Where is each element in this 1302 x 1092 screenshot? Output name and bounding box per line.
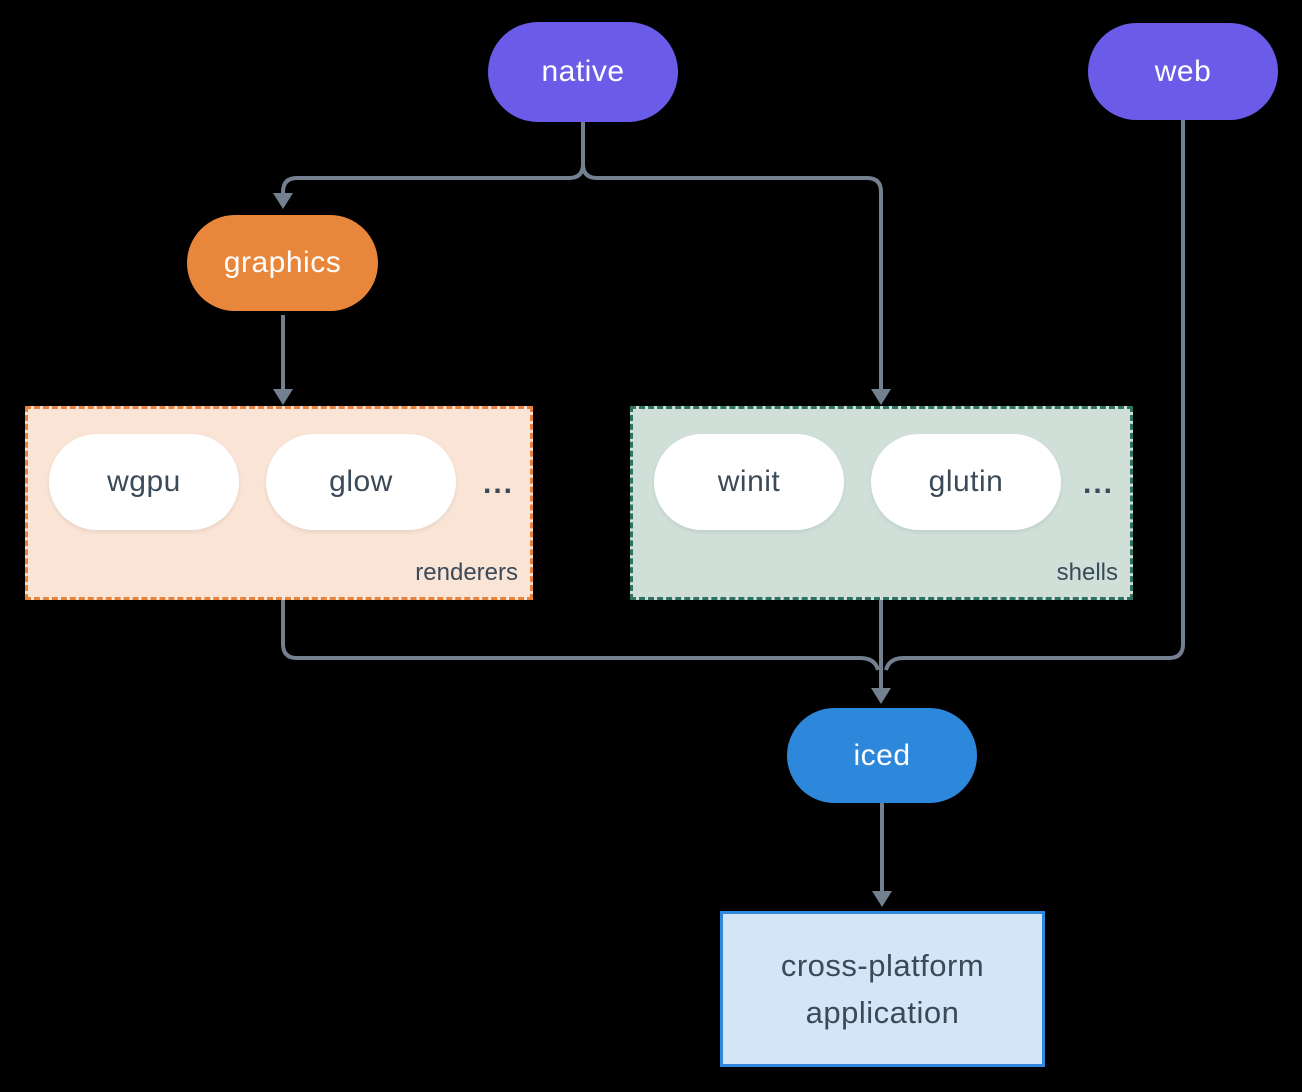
node-graphics: graphics — [187, 215, 378, 311]
arrowhead-iced — [871, 688, 891, 704]
node-glow-label: glow — [329, 465, 393, 498]
node-wgpu-label: wgpu — [107, 465, 181, 498]
node-native-label: native — [541, 55, 625, 88]
arrowhead-graphics — [273, 193, 293, 209]
node-native: native — [488, 22, 678, 122]
group-shells: winit glutin ... shells — [630, 406, 1133, 600]
node-winit-label: winit — [717, 465, 781, 498]
app-label-line1: cross-platform — [780, 948, 985, 983]
renderers-group-label: renderers — [415, 559, 518, 586]
group-renderers: wgpu glow ... renderers — [25, 406, 533, 600]
arrowhead-renderers — [273, 389, 293, 405]
shells-ellipsis: ... — [1082, 467, 1114, 500]
node-wgpu: wgpu — [49, 434, 239, 530]
node-winit: winit — [654, 434, 844, 530]
shells-group-label: shells — [1056, 559, 1118, 586]
arrowhead-shells — [871, 389, 891, 405]
arrowhead-app — [872, 891, 892, 907]
node-glutin-label: glutin — [928, 465, 1004, 498]
renderers-ellipsis: ... — [482, 467, 514, 500]
edge-renderers-to-iced — [281, 600, 880, 671]
edge-native-to-shells — [581, 163, 883, 389]
node-glutin: glutin — [871, 434, 1061, 530]
node-iced: iced — [787, 708, 977, 803]
node-cross-platform-application: cross-platform application — [720, 911, 1045, 1067]
node-glow: glow — [266, 434, 456, 530]
node-iced-label: iced — [853, 738, 911, 772]
node-web: web — [1088, 23, 1278, 120]
node-web-label: web — [1154, 54, 1212, 88]
app-label-line2: application — [805, 995, 960, 1030]
edge-web-to-iced — [884, 120, 1185, 671]
node-graphics-label: graphics — [223, 246, 342, 279]
edge-native-to-graphics — [281, 163, 585, 194]
